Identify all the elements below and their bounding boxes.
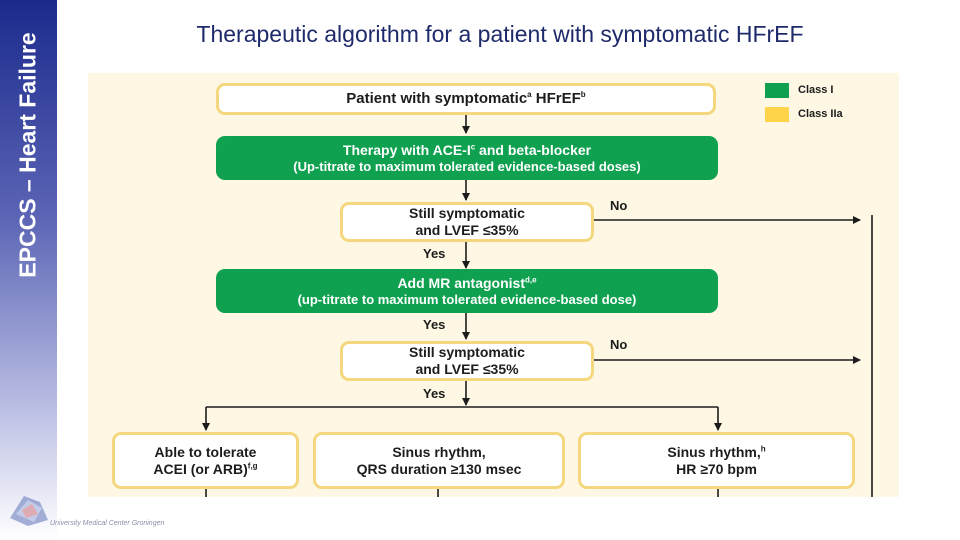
university-logo-icon bbox=[10, 496, 48, 526]
branch-b-box: Sinus rhythm, QRS duration ≥130 msec bbox=[313, 432, 565, 489]
check1-box: Still symptomatic and LVEF ≤35% bbox=[340, 202, 594, 242]
step1-box: Therapy with ACE-Ic and beta-blocker (Up… bbox=[216, 136, 718, 180]
flowchart-figure: Class I Class IIa Patient with symptomat… bbox=[88, 73, 899, 497]
branch-c-box: Sinus rhythm,h HR ≥70 bpm bbox=[578, 432, 855, 489]
sidebar-label: EPCCS – Heart Failure bbox=[14, 32, 41, 278]
no-label-2: No bbox=[610, 337, 628, 352]
legend-class2a-label: Class IIa bbox=[798, 108, 843, 120]
flowchart-connectors bbox=[202, 115, 873, 497]
legend-class2a-swatch bbox=[765, 107, 789, 122]
check2-box: Still symptomatic and LVEF ≤35% bbox=[340, 341, 594, 381]
no-label-1: No bbox=[610, 198, 628, 213]
legend-class1-label: Class I bbox=[798, 84, 834, 96]
yes-label-3: Yes bbox=[423, 386, 446, 401]
yes-label-1: Yes bbox=[423, 246, 446, 261]
slide-title: Therapeutic algorithm for a patient with… bbox=[196, 21, 804, 47]
legend-class1-swatch bbox=[765, 83, 789, 98]
branch-a-box: Able to tolerate ACEI (or ARB)f,g bbox=[112, 432, 299, 489]
sidebar-banner: EPCCS – Heart Failure bbox=[0, 0, 57, 540]
yes-label-2: Yes bbox=[423, 317, 446, 332]
logo-caption: University Medical Center Groningen bbox=[50, 520, 165, 527]
step2-box: Add MR antagonistd,e (up-titrate to maxi… bbox=[216, 269, 718, 313]
start-box: Patient with symptomatica HFrEFb bbox=[216, 83, 716, 115]
